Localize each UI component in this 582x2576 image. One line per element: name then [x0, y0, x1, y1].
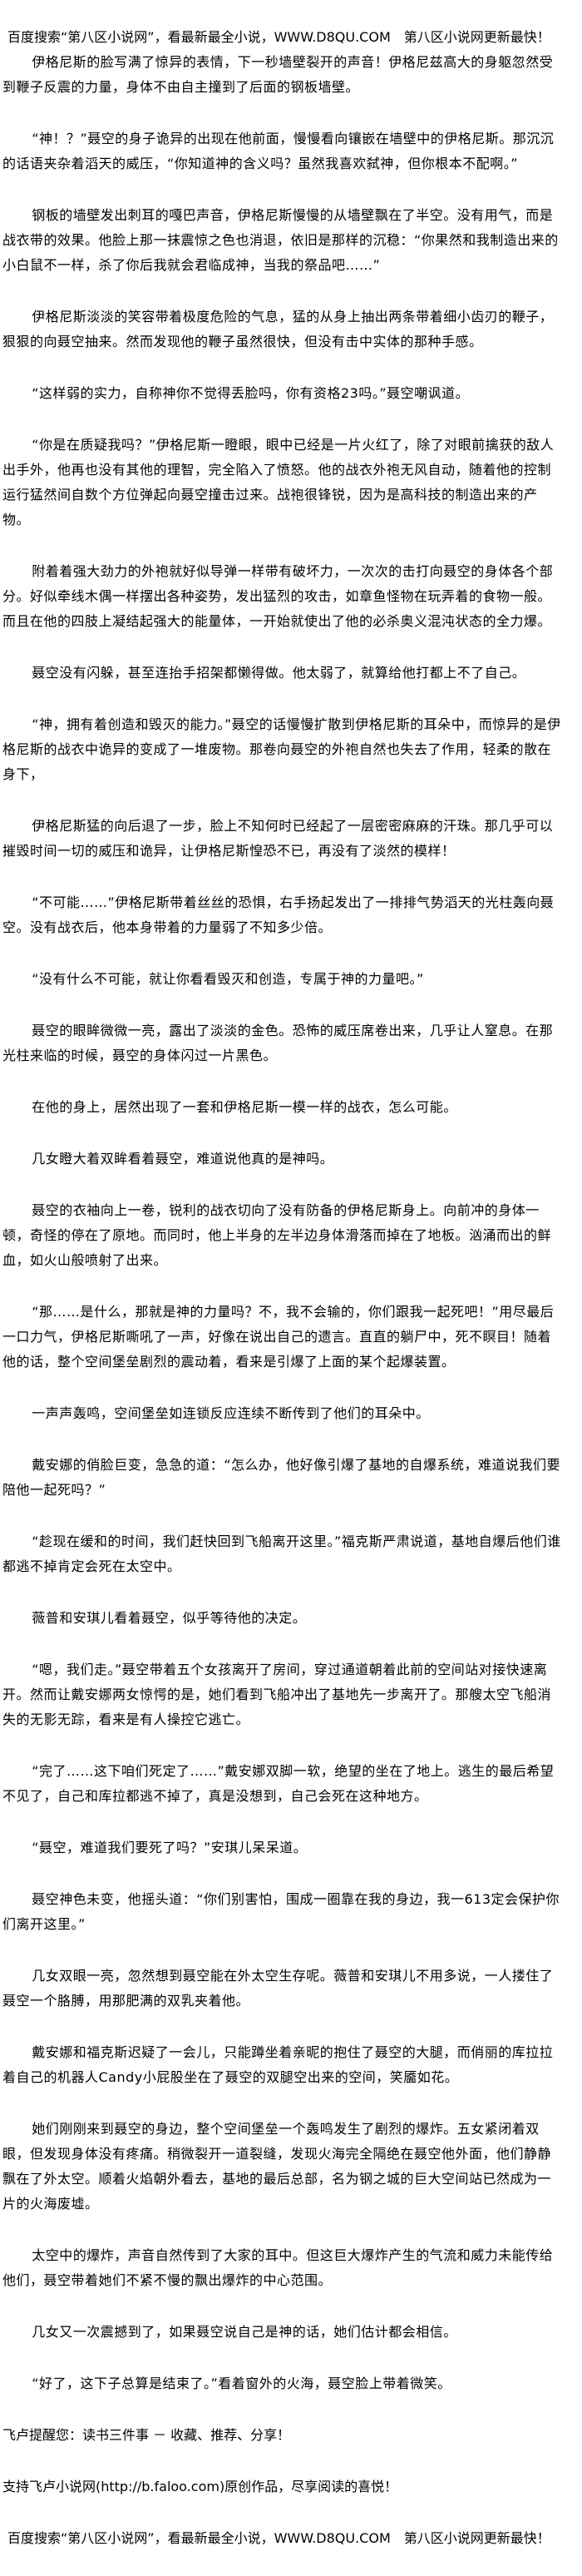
story-paragraph: “那……是什么，那就是神的力量吗？不，我不会输的，你们跟我一起死吧！”用尽最后一… [2, 1304, 555, 1370]
story-paragraph: 附着着强大劲力的外袍就好似导弹一样带有破坏力，一次次的击打向聂空的身体各个部分。… [2, 563, 554, 629]
story-paragraph: “趁现在缓和的时间，我们赶快回到飞船离开这里。”福克斯严肃说道，基地自爆后他们谁… [2, 1533, 561, 1574]
story-paragraph: 太空中的爆炸，声音自然传到了大家的耳中。但这巨大爆炸产生的气流和威力未能传给他们… [2, 2247, 554, 2288]
story-paragraph: 戴安娜和福克斯迟疑了一会儿，只能蹲坐着亲昵的抱住了聂空的大腿，而俏丽的库拉拉着自… [2, 2044, 554, 2085]
story-paragraph: 伊格尼斯淡淡的笑容带着极度危险的气息，猛的从身上抽出两条带着细小齿刃的鞭子，狠狠… [2, 309, 554, 349]
story-paragraph: 钢板的墙壁发出刺耳的嘎巴声音，伊格尼斯慢慢的从墙壁飘在了半空。没有用气，而是战衣… [2, 207, 559, 273]
story-paragraph: 薇普和安琪儿看着聂空，似乎等待他的决定。 [32, 1610, 307, 1626]
reminder-text: 飞卢提醒您：读书三件事 － 收藏、推荐、分享！ [2, 2427, 291, 2443]
story-paragraph: 聂空神色未变，他摇头道：“你们别害怕，围成一圈靠在我的身边，我一613定会保护你… [2, 1891, 560, 1932]
story-paragraph: 在他的身上，居然出现了一套和伊格尼斯一模一样的战衣，怎么可能。 [32, 1099, 457, 1115]
support-text: 支持飞卢小说网(http://b.faloo.com)原创作品，尽享阅读的喜悦！ [2, 2479, 398, 2494]
story-paragraph: 几女又一次震撼到了，如果聂空说自己是神的话，她们估计都会相信。 [32, 2324, 457, 2340]
story-paragraph: 几女双眼一亮，忽然想到聂空能在外太空生存呢。薇普和安琪儿不用多说，一人搂住了聂空… [2, 1968, 554, 2009]
header-ad-banner: 百度搜索“第八区小说网”，看最新最全小说，WWW.D8QU.COM 第八区小说网… [7, 29, 550, 45]
story-paragraph: “神，拥有着创造和毁灭的能力。”聂空的话慢慢扩散到伊格尼斯的耳朵中，而惊异的是伊… [2, 716, 561, 782]
story-paragraph: 戴安娜的俏脸巨变，急急的道：“怎么办，他好像引爆了基地的自爆系统，难道说我们要陪… [2, 1457, 560, 1498]
story-paragraph: 几女瞪大着双眸看着聂空，难道说他真的是神吗。 [32, 1151, 334, 1167]
story-paragraph: “你是在质疑我吗？”伊格尼斯一瞪眼，眼中已经是一片火红了，除了对眼前擒获的敌人出… [2, 437, 555, 528]
story-paragraph: “好了，这下子总算是结束了。”看着窗外的火海，聂空脸上带着微笑。 [32, 2375, 451, 2391]
story-paragraph: “聂空，难道我们要死了吗？”安琪儿呆呆道。 [32, 1840, 308, 1855]
story-paragraph: 伊格尼斯猛的向后退了一步，脸上不知何时已经起了一层密密麻麻的汗珠。那几乎可以摧毁… [2, 818, 554, 859]
story-paragraph: “没有什么不可能，就让你看看毁灭和创造，专属于神的力量吧。” [32, 971, 424, 987]
footer-ad-banner: 百度搜索“第八区小说网”，看最新最全小说，WWW.D8QU.COM 第八区小说网… [7, 2530, 550, 2546]
story-paragraph: “完了……这下咱们死定了……”戴安娜双脚一软，绝望的坐在了地上。逃生的最后希望不… [2, 1763, 555, 1804]
story-paragraph: 聂空的衣袖向上一卷，锐利的战衣切向了没有防备的伊格尼斯身上。向前冲的身体一顿，奇… [2, 1202, 552, 1268]
story-paragraph: 一声声轰鸣，空间堡垒如连锁反应连续不断传到了他们的耳朵中。 [32, 1405, 430, 1421]
story-paragraph: “不可能……”伊格尼斯带着丝丝的恐惧，右手扬起发出了一排排气势滔天的光柱轰向聂空… [2, 894, 555, 935]
story-paragraph: 聂空没有闪躲，甚至连抬手招架都懒得做。他太弱了，就算给他打都上不了自己。 [32, 665, 526, 681]
story-paragraph: 伊格尼斯的脸写满了惊异的表情，下一秒墙壁裂开的声音！伊格尼兹高大的身躯忽然受到鞭… [2, 54, 554, 95]
story-paragraph: “这样弱的实力，自称神你不觉得丢脸吗，你有资格23吗。”聂空嘲讽道。 [32, 385, 470, 401]
story-paragraph: 她们刚刚来到聂空的身边，整个空间堡垒一个轰鸣发生了剧烈的爆炸。五女紧闭着双眼，但… [2, 2121, 552, 2212]
story-paragraph: 聂空的眼眸微微一亮，露出了淡淡的金色。恐怖的威压席卷出来，几乎让人窒息。在那光柱… [2, 1023, 554, 1063]
story-paragraph: “嗯，我们走。”聂空带着五个女孩离开了房间，穿过通道朝着此前的空间站对接快速离开… [2, 1662, 552, 1727]
chapter-body: 伊格尼斯的脸写满了惊异的表情，下一秒墙壁裂开的声音！伊格尼兹高大的身躯忽然受到鞭… [2, 50, 563, 2396]
story-paragraph: “神！？”聂空的身子诡异的出现在他前面，慢慢看向镶嵌在墙壁中的伊格尼斯。那沉沉的… [2, 131, 555, 171]
